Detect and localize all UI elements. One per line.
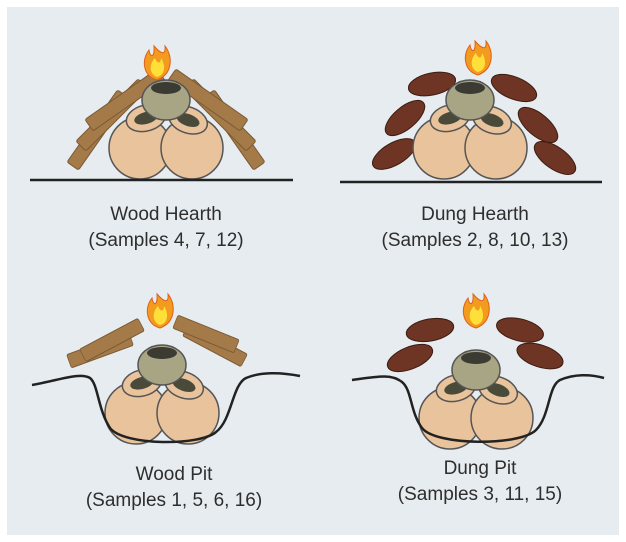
dung-cake: [404, 315, 455, 345]
dung-cake: [368, 132, 421, 175]
dung-cake: [384, 339, 437, 377]
flame-icon: [147, 294, 173, 328]
panel-title: Wood Pit: [44, 462, 304, 488]
dung-hearth-illustration: [340, 41, 602, 182]
wood-stick: [80, 318, 145, 361]
dung-pit-illustration: [352, 294, 604, 449]
panel-samples: (Samples 2, 8, 10, 13): [345, 228, 605, 254]
dung-cake: [514, 338, 566, 374]
wood-pit-illustration: [32, 294, 300, 444]
dung-cake: [488, 69, 541, 107]
flame-icon: [463, 294, 489, 328]
wood-pit-caption: Wood Pit (Samples 1, 5, 6, 16): [44, 462, 304, 514]
wood-hearth-illustration: [30, 46, 293, 180]
dung-cake: [494, 314, 546, 347]
pot-stack: [419, 350, 533, 449]
dung-hearth-caption: Dung Hearth (Samples 2, 8, 10, 13): [345, 202, 605, 254]
panel-samples: (Samples 3, 11, 15): [350, 482, 610, 508]
panel-title: Wood Hearth: [36, 202, 296, 228]
panel-title: Dung Pit: [350, 456, 610, 482]
flame-icon: [465, 41, 491, 75]
pot-stack: [105, 345, 219, 444]
flame-icon: [144, 46, 170, 80]
wood-hearth-caption: Wood Hearth (Samples 4, 7, 12): [36, 202, 296, 254]
panel-samples: (Samples 1, 5, 6, 16): [44, 488, 304, 514]
panel-samples: (Samples 4, 7, 12): [36, 228, 296, 254]
dung-pit-caption: Dung Pit (Samples 3, 11, 15): [350, 456, 610, 508]
panel-title: Dung Hearth: [345, 202, 605, 228]
